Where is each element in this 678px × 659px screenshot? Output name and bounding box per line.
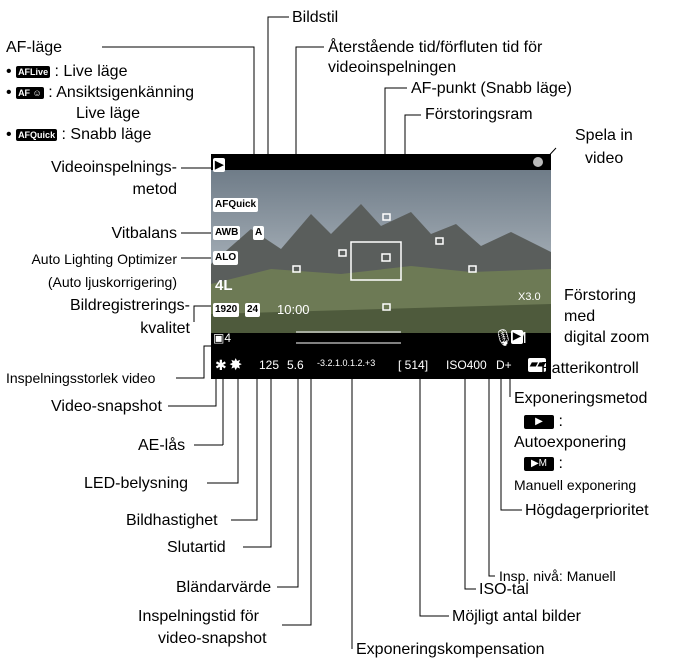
af-quick-row: • AFQuick : Snabb läge [6,125,151,144]
led-icon: ✸ [229,355,242,375]
label-expmetod: Exponeringsmetod [514,389,647,408]
label-aterstaende-2: videoinspelningen [328,58,456,77]
label-forstoringsram: Förstoringsram [425,105,533,124]
label-video: video [585,149,623,168]
shots-value: [ 514] [398,358,428,372]
label-blandar: Bländarvärde [176,578,271,597]
label-aelas: AE-lås [138,436,185,455]
label-inspstorlek: Inspelningsstorlek video [6,370,155,387]
zoom-value: X3.0 [518,291,541,303]
exposure-mode-icon: ▶ [511,330,523,344]
snapshot-icon: ▣4 [213,331,231,345]
label-forstoring-2: med [564,307,595,326]
label-aterstaende-1: Återstående tid/förfluten tid för [328,38,542,57]
af-quick-text: : Snabb läge [62,126,152,143]
colon: : [558,455,562,472]
label-autoexp: Autoexponering [514,433,626,452]
label-videoinsp-2: metod [133,180,177,199]
label-alo-1: Auto Lighting Optimizer [31,251,177,268]
alo-icon: ALO [213,251,238,265]
label-slutartid: Slutartid [167,538,226,557]
label-alo-2: (Auto ljuskorrigering) [48,274,177,291]
label-bildstil: Bildstil [292,8,338,27]
af-face-row: • AF ☺ : Ansiktsigenkänning [6,83,194,102]
af-quick-icon-legend: AFQuick [16,129,57,141]
label-inspelningstid-2: video-snapshot [158,629,267,648]
label-forstoring-1: Förstoring [564,286,636,305]
label-led: LED-belysning [84,474,188,493]
label-inspelningstid-1: Inspelningstid för [138,607,259,626]
label-af-punkt: AF-punkt (Snabb läge) [411,79,572,98]
label-forstoring-3: digital zoom [564,328,649,347]
label-videoinsp-1: Videoinspelnings- [51,158,177,177]
bullet: • [6,84,12,101]
label-bildreg-1: Bildregistrerings- [70,296,190,315]
exp-manual-icon-row: ▶M : [524,454,563,473]
af-live-icon: AFLive [16,66,50,78]
label-vitbalans: Vitbalans [111,224,177,243]
label-snapshot: Video-snapshot [51,397,162,416]
movie-size-icon: 1920 [213,303,239,317]
exposure-manual-icon: ▶M [524,457,554,471]
iso-value: ISO400 [446,358,487,372]
af-live-row: • AFLive : Live läge [6,62,127,81]
exposure-auto-icon: ▶ [524,415,554,429]
bullet: • [6,63,12,80]
exp-auto-icon-row: ▶ : [524,412,563,431]
af-face-text-2: Live läge [76,104,140,123]
af-quick-icon: AFQuick [213,198,258,212]
frame-rate-icon: 24 [245,303,260,317]
label-hogdager: Högdagerprioritet [525,501,649,520]
af-live-text: : Live läge [55,63,128,80]
label-bildhast: Bildhastighet [126,511,218,530]
label-isotal: ISO-tal [479,580,529,599]
af-face-icon: AF ☺ [16,87,44,99]
af-face-text: : Ansiktsigenkänning [48,84,194,101]
label-manexp: Manuell exponering [514,477,636,494]
label-af-lage: AF-läge [6,38,62,57]
video-mode-icon: ▶ [213,158,225,172]
ae-lock-icon: ✱ [215,357,227,374]
bullet: • [6,126,12,143]
highlight-priority-value: D+ [496,358,512,372]
label-expkomp: Exponeringskompensation [356,640,545,659]
label-spela-in: Spela in [575,126,633,145]
exposure-scale: -3.2.1.0.1.2.+3 [317,358,375,368]
label-batteri: Batterikontroll [541,359,639,378]
lcd-screen: ▶ AFQuick AWB A ALO 4L 1920 24 10:00 ▣4 … [211,154,551,379]
colon: : [558,413,562,430]
awb-icon: AWB [213,226,240,240]
aperture-value: 5.6 [287,358,304,372]
picture-style-icon: A [253,226,264,240]
label-mojligt: Möjligt antal bilder [452,607,581,626]
shutter-value: 125 [259,358,279,372]
label-bildreg-2: kvalitet [140,319,190,338]
remaining-time-value: 10:00 [277,302,310,317]
quality-value: 4L [215,277,233,294]
